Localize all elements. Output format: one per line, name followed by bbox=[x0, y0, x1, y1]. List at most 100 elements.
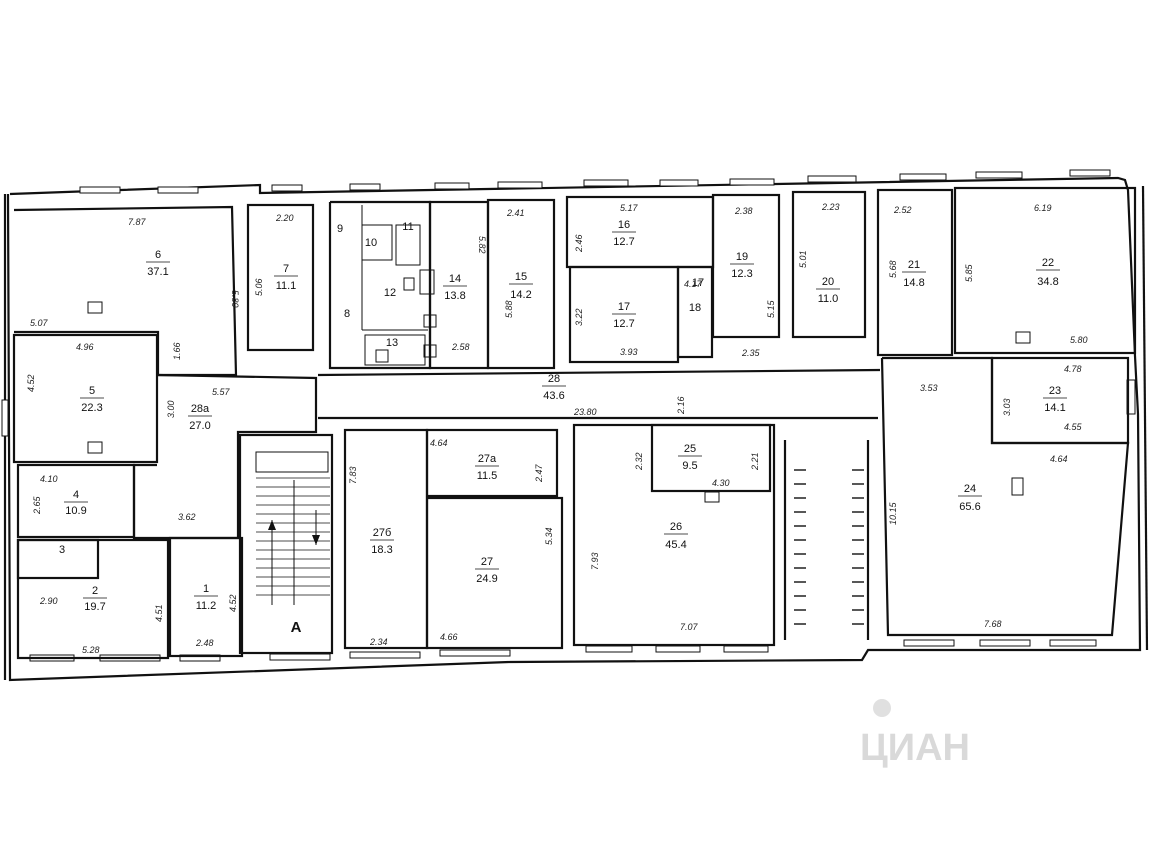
room-18: 18 bbox=[689, 302, 701, 314]
dimension: 5.06 bbox=[254, 278, 264, 296]
dimension: 5.34 bbox=[544, 527, 554, 545]
room-17-small: 17 bbox=[692, 277, 704, 289]
stair-label: A bbox=[291, 619, 302, 636]
room-area: 13.8 bbox=[444, 290, 465, 302]
dimension: 5.01 bbox=[798, 250, 808, 268]
room-number: 27a bbox=[478, 453, 497, 465]
room-number: 21 bbox=[908, 259, 920, 271]
dimension: 4.52 bbox=[26, 374, 36, 392]
room-number: 15 bbox=[515, 271, 527, 283]
room-13: 13 bbox=[386, 337, 398, 349]
room-number: 17 bbox=[692, 277, 704, 289]
dimension: 2.20 bbox=[275, 213, 294, 223]
room-number: 3 bbox=[59, 544, 65, 556]
dimension: 3.53 bbox=[920, 383, 938, 393]
room-number: 4 bbox=[73, 489, 79, 501]
room-number: 14 bbox=[449, 273, 461, 285]
dimension: 2.41 bbox=[506, 208, 525, 218]
dimension-labels: 7.87 5.80 5.07 2.20 5.06 5.82 2.41 5.88 … bbox=[26, 202, 1088, 655]
room-11: 11 bbox=[402, 221, 413, 233]
dimension: 5.07 bbox=[30, 318, 49, 328]
dimension: 5.80 bbox=[230, 290, 240, 308]
room-number: 12 bbox=[384, 287, 396, 299]
room-area: 24.9 bbox=[476, 573, 497, 585]
room-14: 14 13.8 bbox=[444, 273, 465, 302]
room-number: 5 bbox=[89, 385, 95, 397]
dimension: 3.93 bbox=[620, 347, 638, 357]
dimension: 1.66 bbox=[172, 342, 182, 360]
dimension: 4.64 bbox=[430, 438, 448, 448]
dimension: 2.16 bbox=[676, 396, 686, 415]
room-21: 21 14.8 bbox=[903, 259, 924, 289]
dimension: 2.48 bbox=[195, 638, 214, 648]
room-area: 12.7 bbox=[613, 318, 634, 330]
room-6: 6 37.1 bbox=[147, 249, 168, 278]
room-10: 10 bbox=[365, 237, 377, 249]
room-number: 27б bbox=[373, 527, 392, 539]
room-number: 25 bbox=[684, 443, 696, 455]
room-3: 3 bbox=[59, 544, 65, 556]
room-area: 14.2 bbox=[510, 289, 531, 301]
dimension: 4.10 bbox=[40, 474, 58, 484]
staircase bbox=[255, 451, 330, 605]
dimension: 2.90 bbox=[39, 596, 58, 606]
dimension: 6.19 bbox=[1034, 203, 1052, 213]
room-26: 26 45.4 bbox=[665, 521, 686, 551]
room-number: 7 bbox=[283, 263, 289, 275]
dimension: 7.83 bbox=[348, 466, 358, 484]
room-number: 27 bbox=[481, 556, 493, 568]
room-number: 18 bbox=[689, 302, 701, 314]
room-20: 20 11.0 bbox=[818, 276, 839, 305]
room-27a: 27a 11.5 bbox=[477, 453, 498, 482]
room-24: 24 65.6 bbox=[959, 483, 980, 513]
room-area: 11.5 bbox=[477, 470, 498, 482]
dimension: 7.68 bbox=[984, 619, 1002, 629]
dimension: 4.30 bbox=[712, 478, 730, 488]
room-22: 22 34.8 bbox=[1037, 257, 1058, 288]
dimension: 5.88 bbox=[504, 300, 514, 318]
dimension: 5.80 bbox=[1070, 335, 1088, 345]
room-area: 9.5 bbox=[682, 460, 697, 472]
room-area: 14.1 bbox=[1044, 402, 1065, 414]
room-number: 22 bbox=[1042, 257, 1054, 269]
room-number: 28 bbox=[548, 373, 560, 385]
dimension: 2.34 bbox=[369, 637, 388, 647]
room-number: 8 bbox=[344, 308, 350, 320]
dimension: 5.17 bbox=[620, 203, 639, 213]
room-area: 27.0 bbox=[189, 420, 210, 432]
room-25: 25 9.5 bbox=[682, 443, 697, 472]
interior-walls bbox=[12, 186, 1137, 660]
room-area: 12.7 bbox=[613, 236, 634, 248]
dimension: 2.52 bbox=[893, 205, 912, 215]
dimension: 4.51 bbox=[154, 604, 164, 622]
room-number: 2 bbox=[92, 585, 98, 597]
room-19: 19 12.3 bbox=[731, 251, 752, 280]
room-12: 12 bbox=[384, 287, 396, 299]
label-underlines bbox=[64, 231, 1067, 599]
dimension: 2.65 bbox=[32, 495, 42, 515]
watermark-text: ЦИАН bbox=[860, 727, 970, 769]
room-area: 45.4 bbox=[665, 539, 686, 551]
dimension: 2.58 bbox=[451, 342, 470, 352]
dimension: 5.82 bbox=[477, 236, 487, 254]
dimension: 2.38 bbox=[734, 206, 753, 216]
room-17: 17 12.7 bbox=[613, 301, 634, 330]
right-staircase bbox=[794, 469, 864, 625]
room-5: 5 22.3 bbox=[81, 385, 102, 414]
dimension: 2.46 bbox=[574, 234, 584, 253]
dimension: 2.21 bbox=[750, 452, 760, 471]
room-16: 16 12.7 bbox=[613, 219, 634, 248]
dimension: 10.15 bbox=[888, 501, 898, 525]
room-2: 2 19.7 bbox=[84, 585, 105, 613]
dimension: 2.35 bbox=[741, 348, 761, 358]
room-number: 1 bbox=[203, 583, 209, 595]
dimension: 4.78 bbox=[1064, 364, 1082, 374]
dimension: 7.87 bbox=[128, 217, 147, 227]
room-area: 19.7 bbox=[84, 601, 105, 613]
dimension: 4.66 bbox=[440, 632, 458, 642]
dimension: 3.22 bbox=[574, 308, 584, 326]
room-23: 23 14.1 bbox=[1044, 385, 1065, 414]
dimension: 2.47 bbox=[534, 463, 544, 483]
room-4: 4 10.9 bbox=[65, 489, 86, 517]
